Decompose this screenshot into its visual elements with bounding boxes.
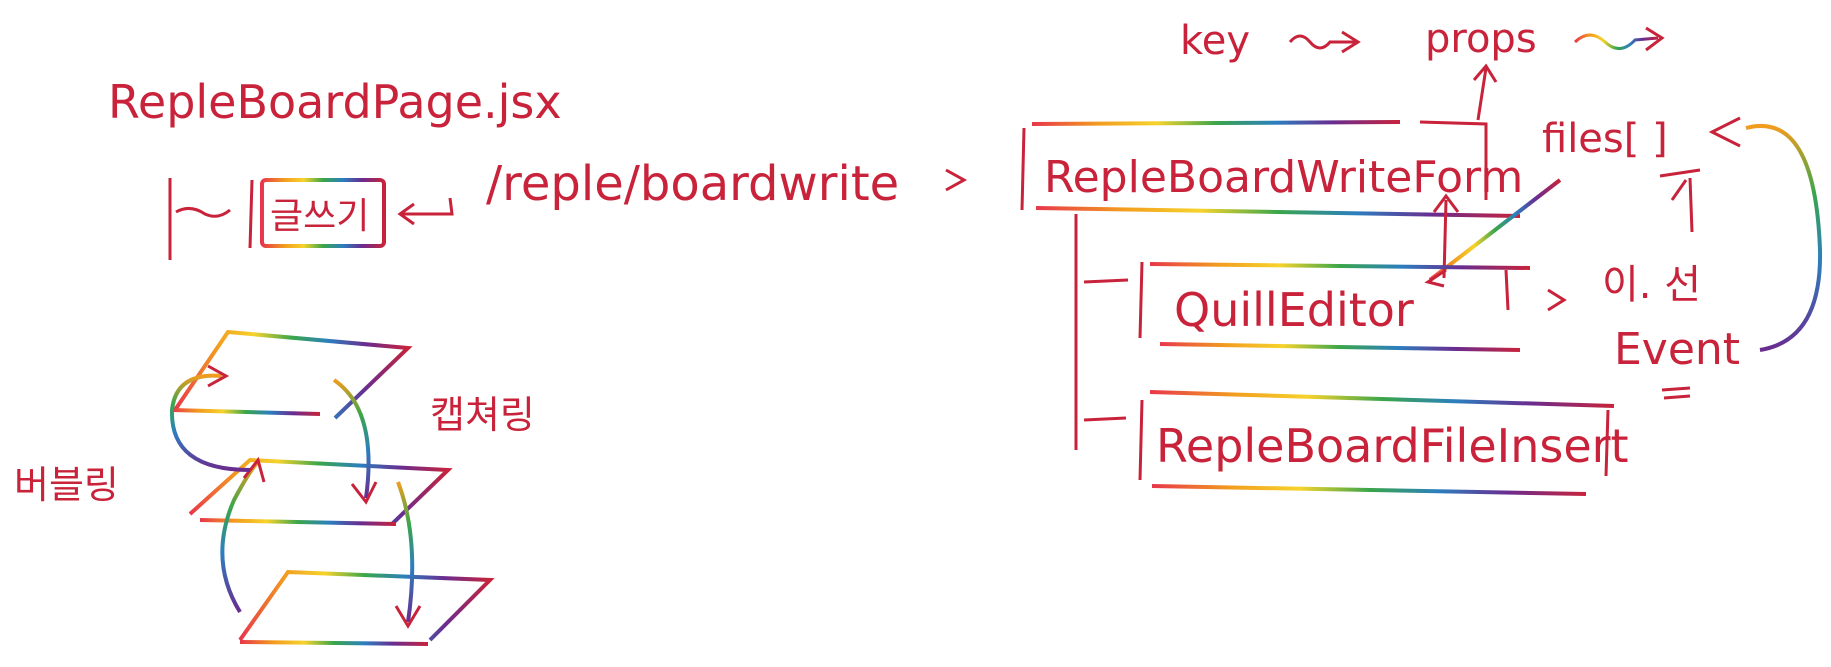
capturing-arrow-upper	[332, 378, 371, 499]
write-button-label: 글쓰기	[270, 196, 369, 237]
key-label: key	[1180, 18, 1250, 64]
write-button-box	[260, 178, 386, 248]
event-ko-label: 이. 선	[1602, 262, 1701, 308]
insert-top	[1149, 390, 1615, 408]
tree-branch-quill	[1083, 278, 1129, 284]
props-arrow	[1573, 33, 1659, 50]
return-arrow-head	[397, 202, 415, 226]
props-up-arrow	[1476, 67, 1488, 121]
form-left-edge	[1020, 127, 1026, 211]
form-bottom	[1035, 206, 1521, 218]
file-insert-label: RepleBoardFileInsert	[1156, 419, 1629, 473]
event-underline	[1661, 386, 1691, 400]
quill-left-edge	[1138, 261, 1144, 339]
bubbling-label: 버블링	[14, 463, 119, 507]
quill-bottom	[1159, 342, 1521, 352]
tree-branch	[175, 207, 231, 218]
insert-right-edge	[1604, 409, 1610, 477]
quill-right-edge	[1504, 269, 1510, 311]
bubbling-arrow-upper	[169, 373, 251, 472]
layer-middle	[188, 457, 453, 526]
props-arrow-head	[1645, 26, 1665, 52]
form-top	[1031, 120, 1401, 126]
quill-event-arrow-head	[1547, 288, 1567, 312]
props-label: props	[1425, 16, 1537, 62]
route-arrow-head	[945, 168, 968, 192]
files-link	[1428, 178, 1562, 282]
files-label: files[ ]	[1542, 116, 1668, 162]
capturing-arrow-lower-head	[394, 605, 422, 629]
capturing-arrow-upper-head	[350, 481, 378, 505]
layer-bottom	[238, 569, 495, 642]
insert-bottom	[1151, 484, 1587, 496]
page-file-label: RepleBoardPage.jsx	[108, 75, 562, 129]
key-arrow	[1288, 34, 1355, 50]
files-arrow-head	[1708, 116, 1741, 148]
bubbling-arrow-lower	[220, 460, 260, 614]
quill-up-arrow-head	[1432, 193, 1460, 213]
quill-label: QuillEditor	[1174, 283, 1414, 337]
return-arrow	[400, 197, 454, 216]
props-up-arrow-head	[1472, 63, 1498, 83]
insert-left-edge	[1138, 399, 1144, 481]
tree-branch-insert	[1083, 416, 1127, 422]
layer-bottom-front	[239, 640, 429, 646]
capturing-arrow-lower	[396, 481, 415, 623]
files-link-head	[1424, 268, 1447, 288]
form-right	[1419, 120, 1488, 200]
files-loop-arrow	[1745, 124, 1823, 352]
key-arrow-head	[1341, 30, 1361, 54]
quill-up-arrow	[1442, 199, 1448, 279]
layer-top-front	[171, 408, 321, 416]
files-marker	[1659, 168, 1701, 233]
capturing-label: 캡쳐링	[430, 393, 535, 437]
route-label: /reple/boardwrite	[486, 156, 899, 212]
layer-middle-front	[199, 518, 397, 526]
quill-top	[1149, 262, 1531, 270]
write-form-label: RepleBoardWriteForm	[1044, 152, 1523, 203]
bubbling-arrow-lower-head	[242, 456, 266, 483]
event-en-label: Event	[1614, 324, 1740, 375]
layer-top	[173, 329, 413, 420]
button-left-edge	[248, 179, 254, 249]
bubbling-arrow-upper-head	[207, 364, 230, 388]
